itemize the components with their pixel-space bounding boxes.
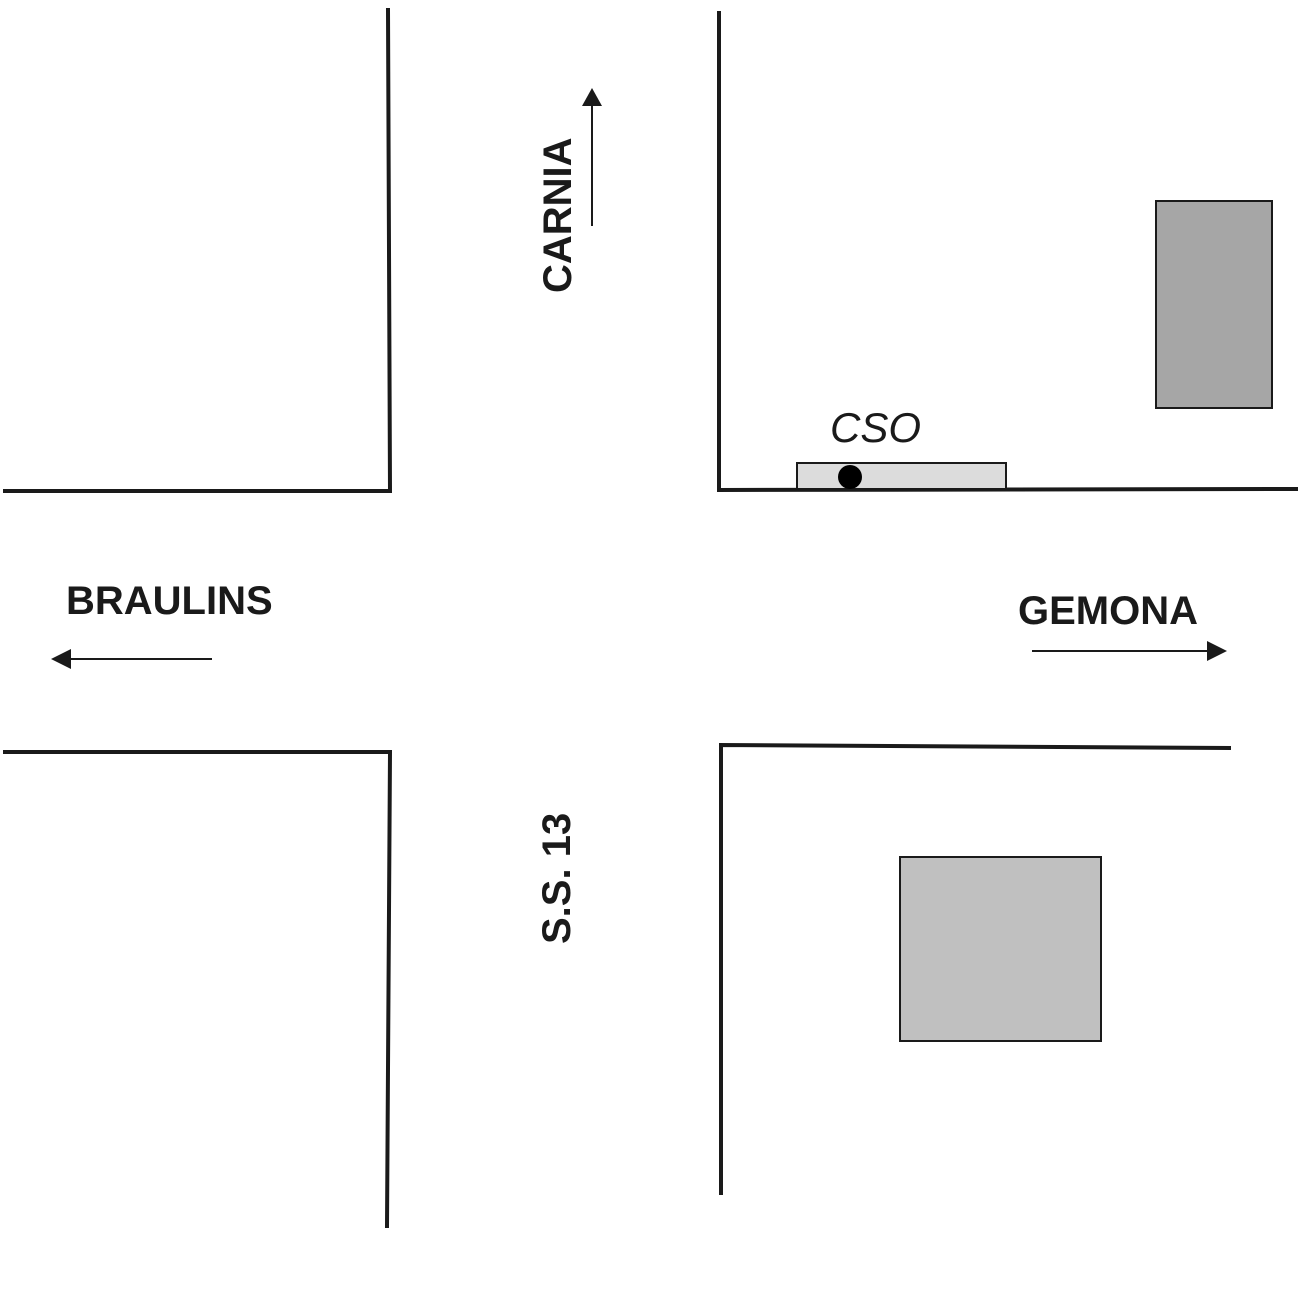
arrow-left-icon	[51, 649, 212, 669]
station-pad	[796, 462, 1007, 490]
station-label: CSO	[830, 404, 921, 451]
building-southeast	[899, 856, 1102, 1042]
road-edge-northwest	[3, 7, 393, 493]
arrow-right-icon	[1032, 641, 1227, 661]
road-edge-northeast	[717, 11, 1299, 493]
direction-label-east: GEMONA	[1018, 589, 1198, 633]
road-edge-southeast	[719, 742, 1232, 1195]
arrow-up-icon	[582, 88, 602, 226]
building-northeast	[1155, 200, 1273, 409]
road-name-label: S.S. 13	[535, 813, 579, 944]
station-marker-icon	[838, 465, 862, 489]
direction-label-north: CARNIA	[536, 137, 580, 293]
direction-label-west: BRAULINS	[66, 579, 273, 623]
road-edge-southwest	[3, 750, 393, 1229]
